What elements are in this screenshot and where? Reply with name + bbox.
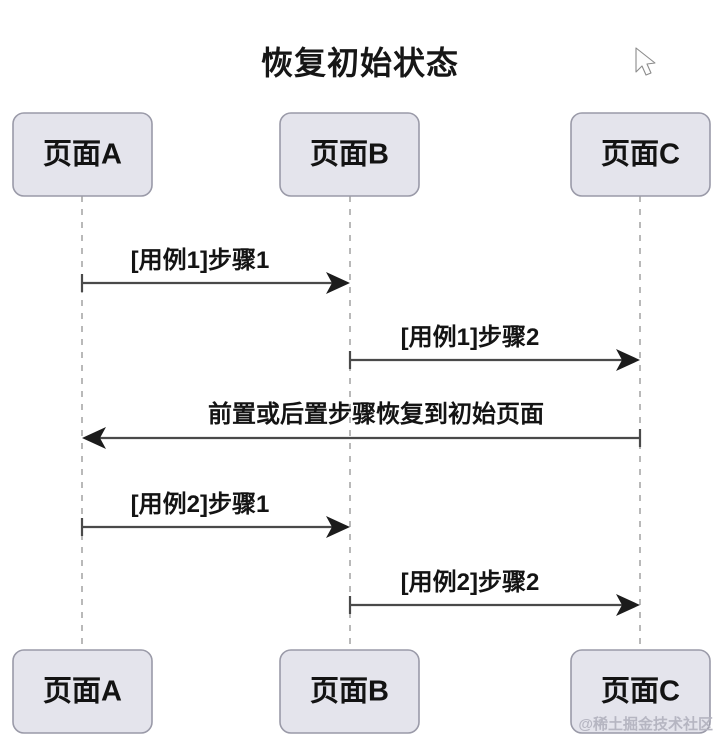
participant-top-a[interactable]: 页面A — [12, 112, 153, 197]
participant-box-b-bottom[interactable] — [279, 649, 420, 734]
participant-box-c-bottom[interactable] — [570, 649, 711, 734]
participant-bottom-b[interactable]: 页面B — [279, 649, 420, 734]
message-3[interactable]: 前置或后置步骤恢复到初始页面 — [82, 400, 642, 449]
message-5-label: [用例2]步骤2 — [401, 569, 540, 596]
message-5[interactable]: [用例2]步骤2 — [348, 569, 640, 616]
message-3-arrowhead — [82, 427, 106, 449]
message-1[interactable]: [用例1]步骤1 — [80, 247, 350, 294]
participant-box-a[interactable] — [12, 112, 153, 197]
mouse-pointer-icon — [635, 47, 656, 76]
message-2-arrowhead — [616, 349, 640, 371]
participant-label-a-bottom: 页面A — [43, 676, 122, 708]
participant-box-a-bottom[interactable] — [12, 649, 153, 734]
watermark: @稀土掘金技术社区 — [578, 715, 713, 733]
page-title: 恢复初始状态 — [261, 45, 459, 81]
message-2[interactable]: [用例1]步骤2 — [348, 324, 640, 371]
message-4-label: [用例2]步骤1 — [131, 491, 270, 518]
message-3-label: 前置或后置步骤恢复到初始页面 — [208, 400, 544, 428]
message-2-label: [用例1]步骤2 — [401, 324, 540, 351]
message-1-label: [用例1]步骤1 — [131, 247, 270, 274]
participant-label-c: 页面C — [601, 139, 680, 171]
participant-box-c[interactable] — [570, 112, 711, 197]
participant-bottom-c[interactable]: 页面C — [570, 649, 711, 734]
participant-box-b[interactable] — [279, 112, 420, 197]
participant-label-a: 页面A — [43, 139, 122, 171]
message-5-arrowhead — [616, 594, 640, 616]
participant-label-b: 页面B — [310, 139, 389, 171]
message-4-arrowhead — [326, 516, 350, 538]
participant-top-c[interactable]: 页面C — [570, 112, 711, 197]
participant-label-c-bottom: 页面C — [601, 676, 680, 708]
message-1-arrowhead — [326, 272, 350, 294]
participant-top-b[interactable]: 页面B — [279, 112, 420, 197]
participant-bottom-a[interactable]: 页面A — [12, 649, 153, 734]
message-4[interactable]: [用例2]步骤1 — [80, 491, 350, 538]
participant-label-b-bottom: 页面B — [310, 676, 389, 708]
